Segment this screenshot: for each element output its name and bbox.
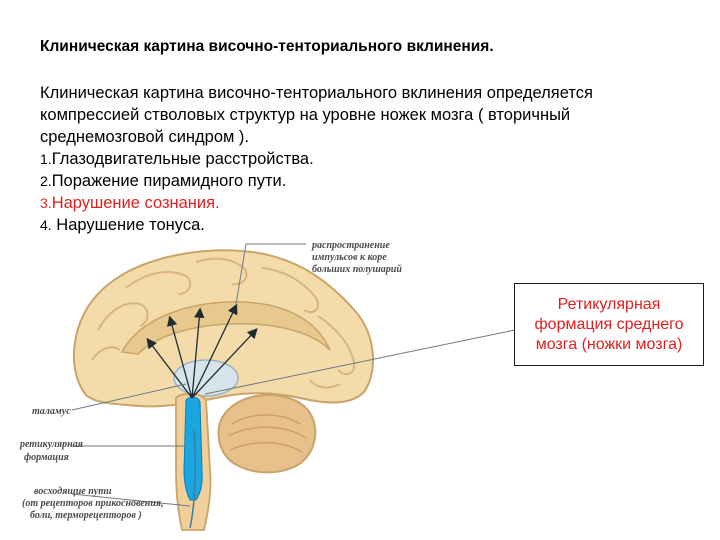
label-ascending-3: боли, терморецепторов ) [30, 510, 142, 521]
callout-text: Ретикулярная формация среднего мозга (но… [534, 295, 684, 353]
impulse-arrows [146, 303, 258, 399]
reticular-formation [183, 396, 203, 501]
label-reticular-1: ретикулярная [19, 439, 83, 450]
list-item-highlighted: 3.Нарушение сознания. [40, 194, 220, 212]
cerebellum-folia [227, 414, 307, 453]
label-thalamus: таламус [32, 406, 71, 417]
cerebellum [217, 394, 317, 474]
slide-title: Клиническая картина височно-тенториально… [40, 38, 494, 55]
brain-illustration: распространение импульсов к коре больших… [19, 240, 516, 531]
label-spread-3: больших полушарий [312, 264, 402, 275]
gyri [91, 257, 356, 389]
label-ascending-2: (от рецепторов прикосновения, [22, 498, 164, 509]
leader-lines [71, 243, 516, 507]
list-item: 4. Нарушение тонуса. [40, 216, 205, 234]
list-item: 2.Поражение пирамидного пути. [40, 172, 287, 190]
ascending-pathway [189, 429, 196, 529]
intro-paragraph: Клиническая картина височно-тенториально… [40, 84, 593, 146]
symptom-list: 1.Глазодвигательные расстройства. 2.Пора… [40, 148, 314, 236]
label-spread-2: импульсов к коре [312, 252, 387, 263]
label-spread-1: распространение [311, 240, 390, 251]
callout-box: Ретикулярная формация среднего мозга (но… [514, 283, 704, 366]
list-item: 1.Глазодвигательные расстройства. [40, 150, 314, 168]
thalamus [173, 359, 239, 397]
label-ascending-1: восходящие пути [34, 486, 112, 497]
label-reticular-2: формация [24, 452, 69, 463]
